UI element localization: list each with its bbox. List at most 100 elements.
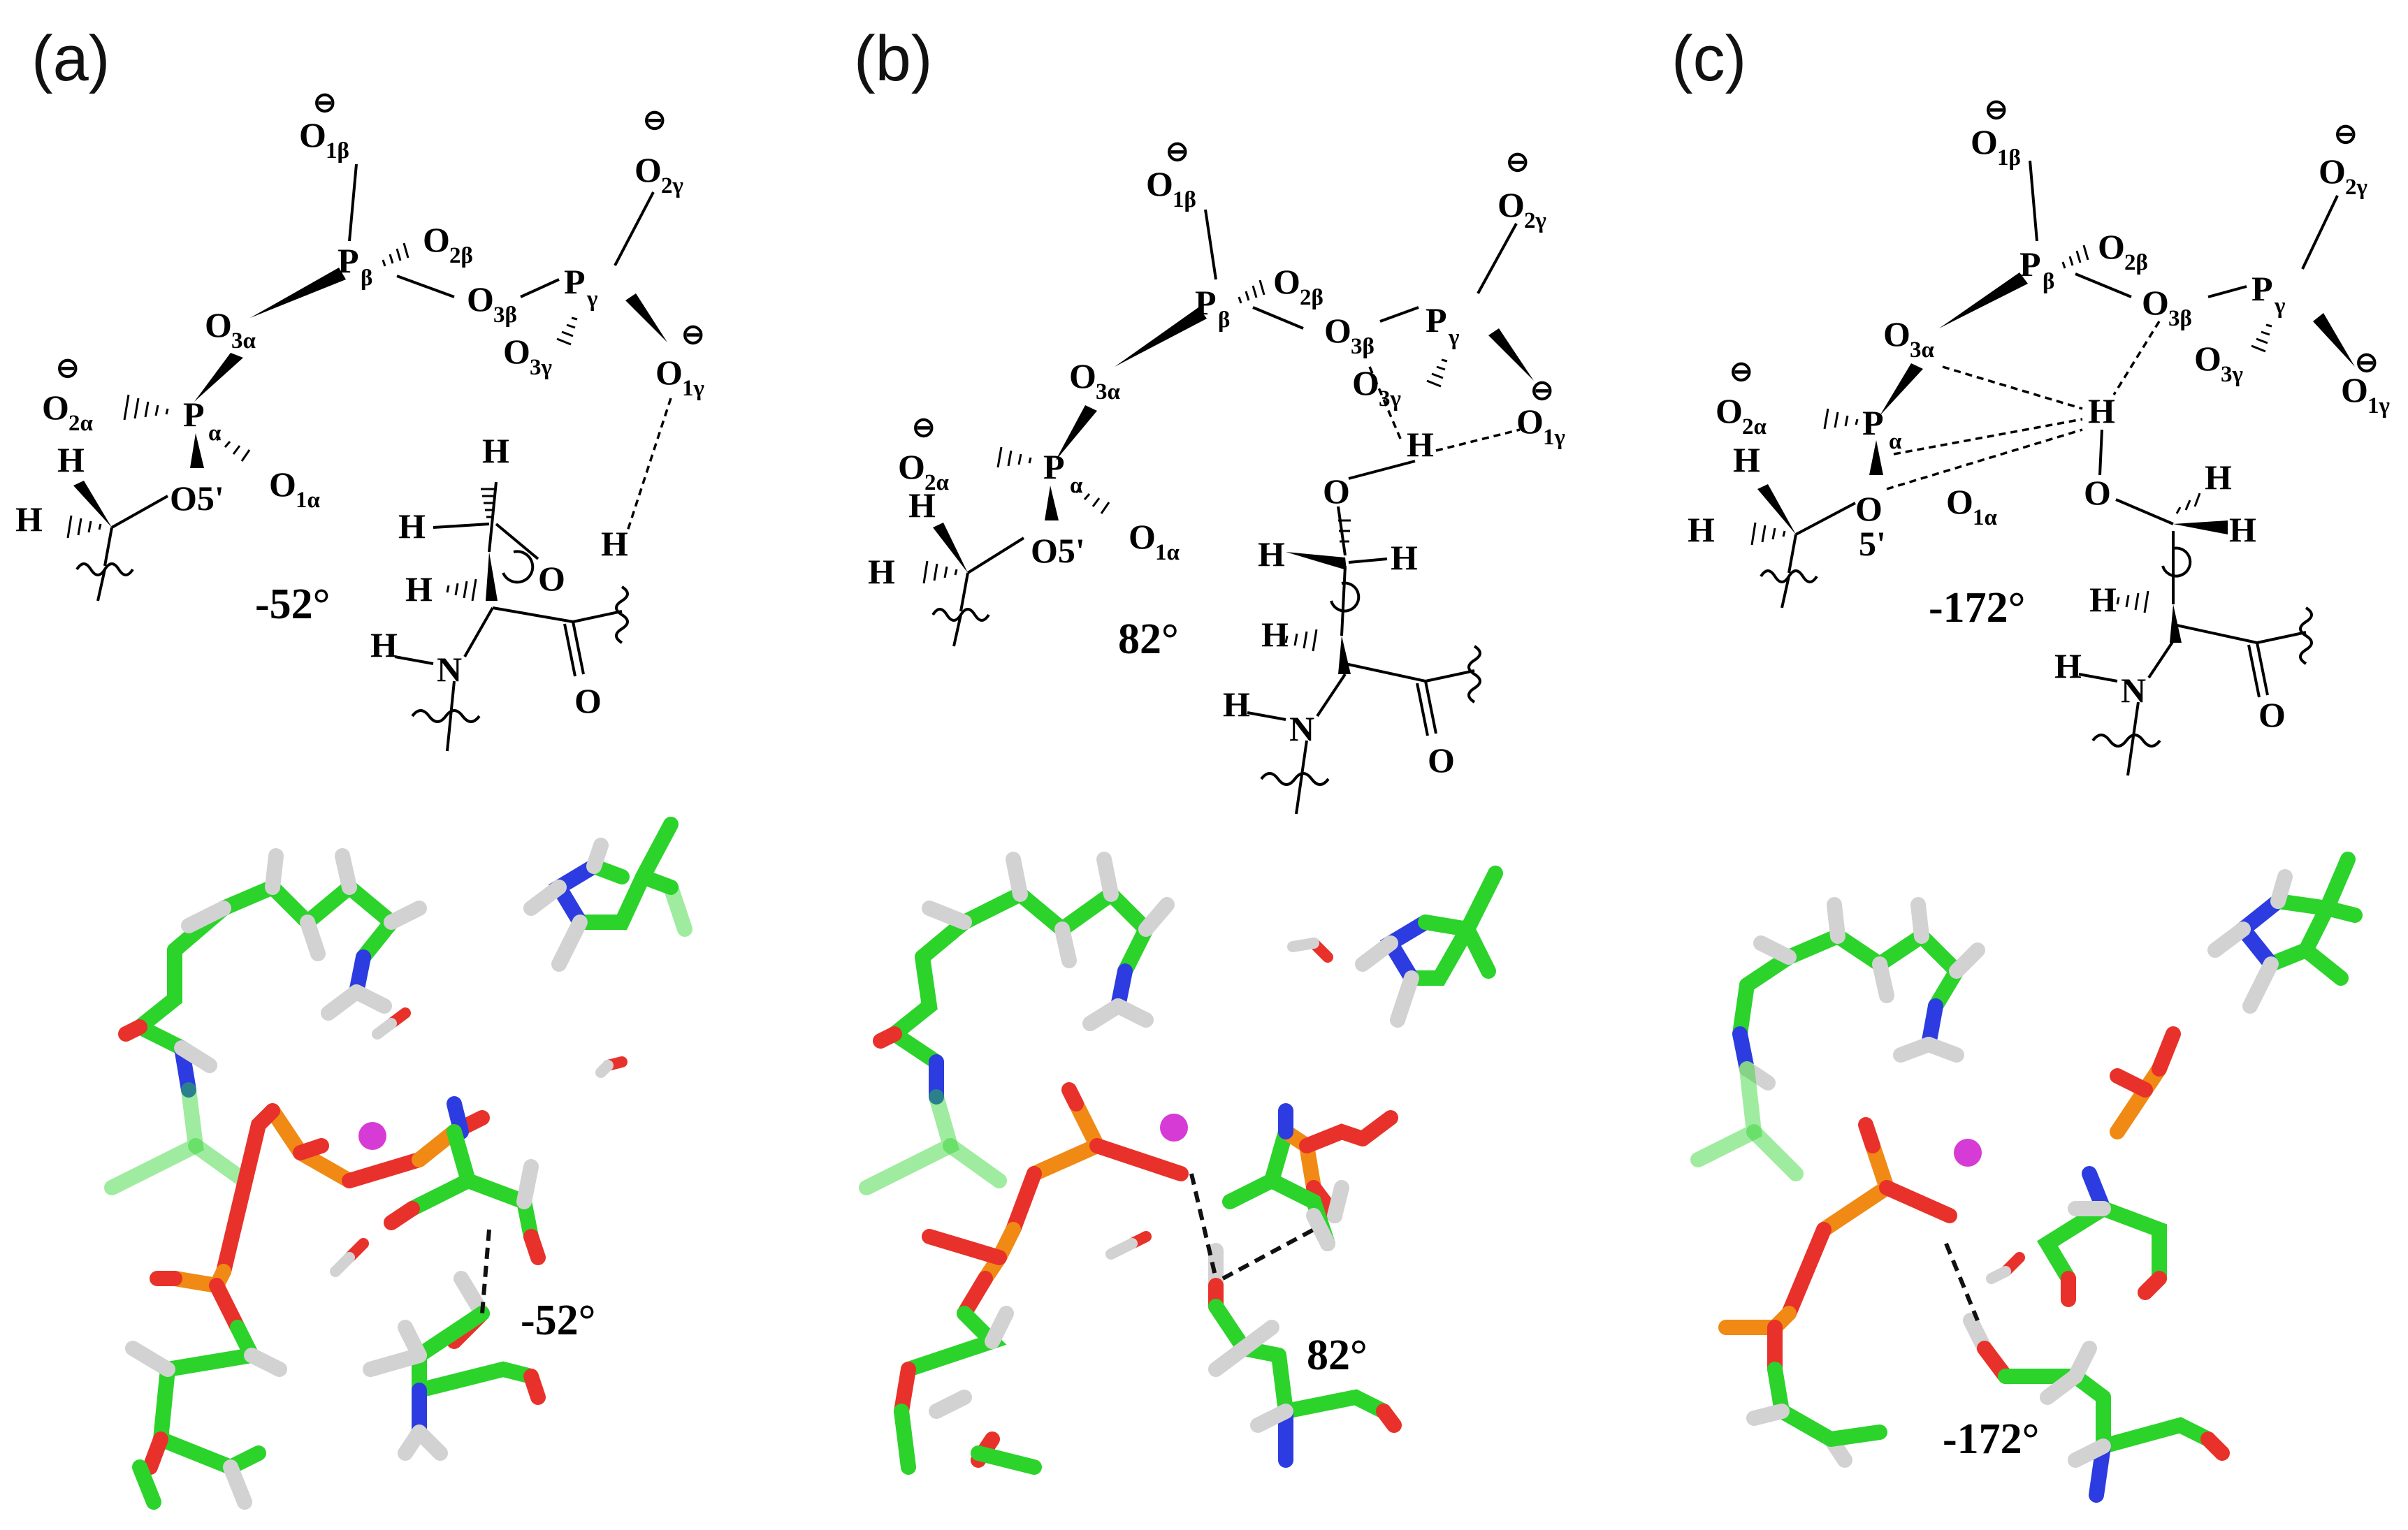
svg-text:H: H (908, 486, 936, 525)
schematic-angle-a: -52° (255, 581, 330, 628)
svg-text:O: O (2098, 227, 2125, 266)
svg-text:H: H (57, 440, 85, 479)
svg-text:H: H (1407, 425, 1434, 464)
svg-text:O: O (1069, 356, 1096, 395)
svg-text:1α: 1α (1155, 540, 1180, 565)
svg-text:3γ: 3γ (1379, 386, 1401, 411)
svg-text:1γ: 1γ (2367, 393, 2390, 418)
stick-render-c: -172° (1690, 852, 2363, 1503)
svg-text:⊖: ⊖ (643, 104, 667, 136)
svg-text:O: O (42, 388, 69, 427)
svg-text:O: O (574, 681, 602, 720)
svg-text:O: O (1352, 363, 1379, 402)
svg-text:3γ: 3γ (2221, 362, 2243, 387)
svg-text:O: O (299, 115, 326, 154)
svg-text:2γ: 2γ (1524, 208, 1546, 233)
svg-text:P: P (1862, 403, 1884, 442)
svg-text:O: O (467, 279, 494, 319)
svg-text:H: H (15, 500, 43, 539)
svg-text:⊖: ⊖ (313, 87, 337, 118)
panel-label-c: (c) (1671, 23, 1746, 94)
svg-text:O: O (269, 465, 296, 504)
svg-text:O: O (1716, 391, 1743, 430)
svg-text:O: O (1946, 482, 1973, 521)
svg-text:⊖: ⊖ (1506, 146, 1530, 177)
svg-text:2γ: 2γ (661, 173, 683, 198)
svg-text:1β: 1β (326, 138, 349, 163)
svg-text:P: P (1043, 447, 1065, 486)
svg-text:H: H (1258, 534, 1285, 574)
svg-text:⊖: ⊖ (681, 319, 705, 350)
svg-text:β: β (361, 265, 372, 291)
svg-text:O: O (1971, 122, 1998, 161)
svg-text:H: H (398, 507, 426, 546)
svg-text:1β: 1β (1173, 187, 1196, 212)
svg-text:3α: 3α (231, 328, 256, 354)
panel-label-b: (b) (854, 23, 932, 94)
svg-text:⊖: ⊖ (1530, 374, 1554, 406)
svg-text:O: O (634, 150, 662, 189)
svg-text:H: H (1391, 538, 1418, 577)
stick-render-a: -52° (104, 817, 692, 1510)
svg-text:⊖: ⊖ (1166, 136, 1189, 167)
svg-text:H: H (2229, 510, 2256, 549)
svg-text:H: H (1223, 685, 1250, 724)
svg-text:⊖: ⊖ (2334, 118, 2358, 150)
svg-text:H: H (2088, 391, 2115, 430)
svg-text:N: N (437, 650, 462, 689)
panel-label-a: (a) (31, 23, 110, 94)
svg-text:O: O (1497, 185, 1525, 224)
svg-text:O: O (2319, 152, 2346, 191)
svg-text:5': 5' (1859, 524, 1886, 563)
svg-text:P: P (1195, 283, 1217, 322)
svg-text:γ: γ (2274, 293, 2285, 319)
svg-text:H: H (482, 431, 509, 470)
svg-text:1γ: 1γ (1543, 425, 1565, 450)
svg-text:1β: 1β (1997, 145, 2021, 170)
render-angle-a: -52° (521, 1297, 595, 1344)
svg-text:H: H (1733, 440, 1760, 479)
svg-text:γ: γ (1448, 325, 1459, 350)
svg-text:O: O (2084, 473, 2111, 512)
svg-text:P: P (564, 262, 586, 301)
svg-text:γ: γ (586, 286, 597, 312)
svg-text:⊖: ⊖ (56, 352, 80, 384)
svg-text:⊖: ⊖ (2355, 347, 2379, 378)
svg-text:O: O (1516, 402, 1544, 441)
svg-text:O: O (898, 447, 925, 486)
svg-text:β: β (2043, 269, 2054, 294)
svg-text:3β: 3β (1351, 334, 1375, 359)
svg-text:O: O (2341, 370, 2368, 409)
svg-text:2α: 2α (1742, 414, 1767, 439)
svg-text:H: H (370, 625, 398, 664)
svg-text:H: H (1261, 615, 1289, 654)
svg-text:O: O (1273, 262, 1300, 301)
svg-text:O5': O5' (1031, 531, 1085, 570)
svg-text:P: P (2019, 245, 2041, 284)
svg-text:3α: 3α (1096, 379, 1121, 405)
svg-text:O: O (1855, 489, 1883, 528)
render-angle-c: -172° (1943, 1415, 2039, 1463)
svg-text:2β: 2β (1300, 285, 1323, 310)
svg-text:3β: 3β (2168, 306, 2192, 331)
svg-text:H: H (405, 569, 433, 609)
svg-text:3β: 3β (493, 303, 517, 328)
svg-text:O: O (538, 559, 565, 598)
svg-text:O: O (423, 220, 450, 259)
svg-text:O: O (1323, 472, 1350, 511)
svg-text:α: α (1070, 473, 1083, 498)
svg-text:H: H (601, 524, 628, 563)
svg-text:O: O (205, 305, 232, 344)
svg-text:⊖: ⊖ (1985, 94, 2008, 125)
svg-text:2α: 2α (924, 470, 950, 495)
svg-text:1α: 1α (1973, 505, 1998, 530)
svg-text:O: O (1129, 517, 1156, 556)
svg-text:P: P (1426, 300, 1447, 340)
svg-text:3α: 3α (1910, 337, 1935, 363)
svg-text:N: N (1289, 709, 1314, 748)
